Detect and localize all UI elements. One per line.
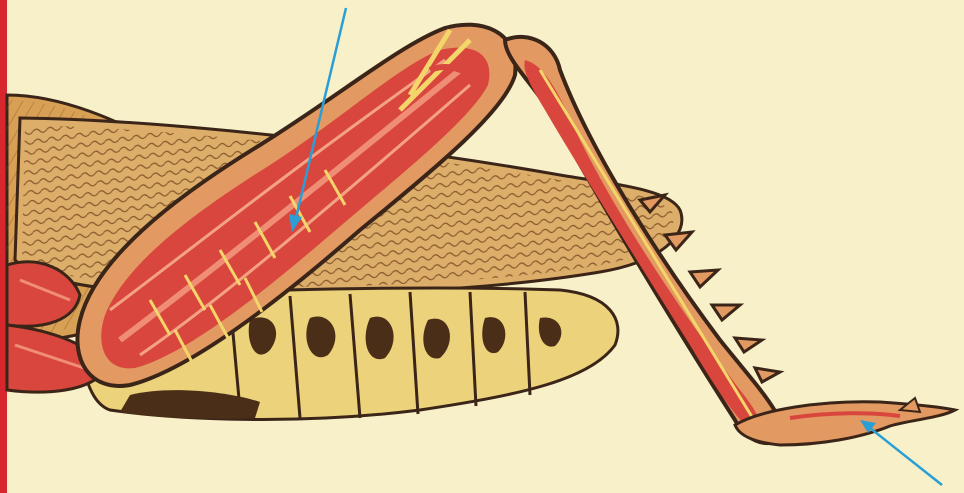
tarsus-arrow: [860, 420, 942, 485]
